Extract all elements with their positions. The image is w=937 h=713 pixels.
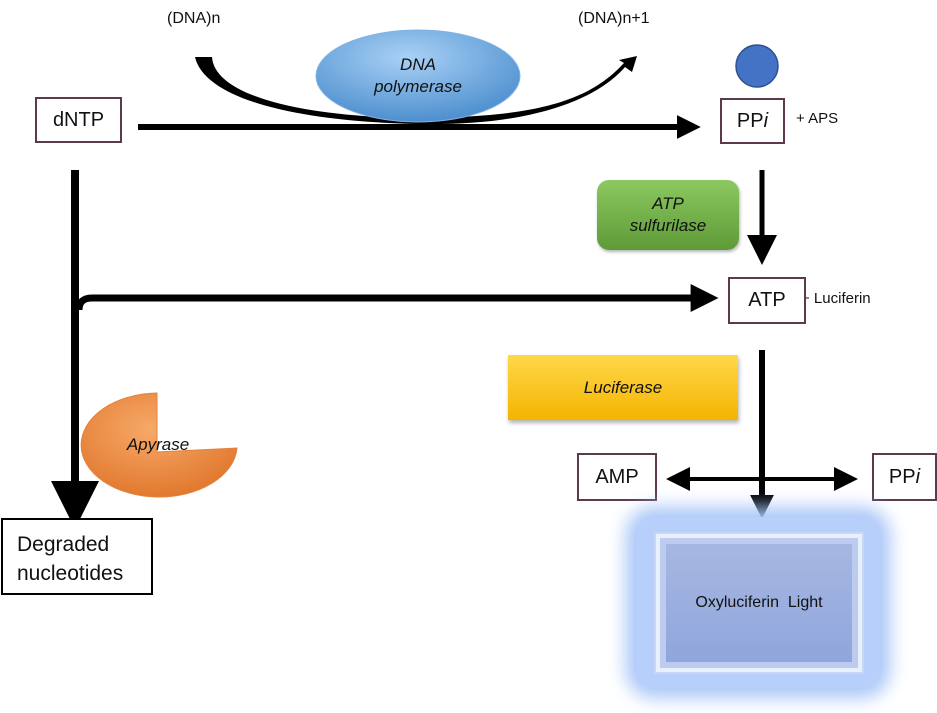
ppi-bottom-text: PPi xyxy=(889,466,920,489)
ppi-bottom-box: PPi xyxy=(872,453,937,501)
amp-text: AMP xyxy=(595,465,639,488)
amp-box: AMP xyxy=(577,453,657,501)
plus-luciferin-label: + Luciferin xyxy=(801,290,871,307)
dna-n-plus-1-label: (DNA)n+1 xyxy=(578,10,650,27)
dna-polymerase-label: DNA polymerase xyxy=(318,30,518,122)
oxyluciferin-light-box: Oxyluciferin Light xyxy=(654,532,864,674)
plus-aps-label: + APS xyxy=(796,110,839,127)
arrow-branch-to-atp xyxy=(75,284,719,312)
atp-sulfurilase-line-1: ATP xyxy=(652,194,684,213)
atp-box: ATP xyxy=(728,277,806,324)
apyrase-text: Apyrase xyxy=(126,435,190,454)
dna-polymerase-shape xyxy=(315,29,521,123)
dntp-box: dNTP xyxy=(35,97,122,143)
ppi-bottom-italic: i xyxy=(915,465,921,488)
degraded-line-2: nucleotides xyxy=(17,562,124,585)
ppi-circle-icon xyxy=(735,44,779,88)
dna-polymerase-line-1: DNA xyxy=(400,55,436,74)
dntp-text: dNTP xyxy=(52,108,105,131)
ppi-top-box: PPi xyxy=(720,98,785,144)
atp-sulfurilase-line-2: sulfurilase xyxy=(629,216,707,235)
degraded-nucleotides-box: Degraded nucleotides xyxy=(1,518,153,595)
ppi-top-italic: i xyxy=(763,109,769,132)
luciferase-label: Luciferase xyxy=(583,377,663,397)
ppi-top-text: PPi xyxy=(737,110,768,133)
apyrase-shape xyxy=(80,392,238,498)
dna-polymerase-line-2: polymerase xyxy=(374,77,462,96)
atp-sulfurilase-enzyme: ATP sulfurilase xyxy=(597,180,739,250)
luciferase-enzyme: Luciferase xyxy=(508,355,738,420)
oxyluciferin-text: Oxyluciferin Light xyxy=(695,594,823,611)
apyrase-label: Apyrase xyxy=(118,432,198,458)
dna-n-label: (DNA)n xyxy=(167,10,221,27)
ppi-top-main: PP xyxy=(736,109,764,132)
degraded-line-1: Degraded xyxy=(17,533,110,556)
ppi-bottom-main: PP xyxy=(888,465,916,488)
atp-text: ATP xyxy=(748,289,786,311)
